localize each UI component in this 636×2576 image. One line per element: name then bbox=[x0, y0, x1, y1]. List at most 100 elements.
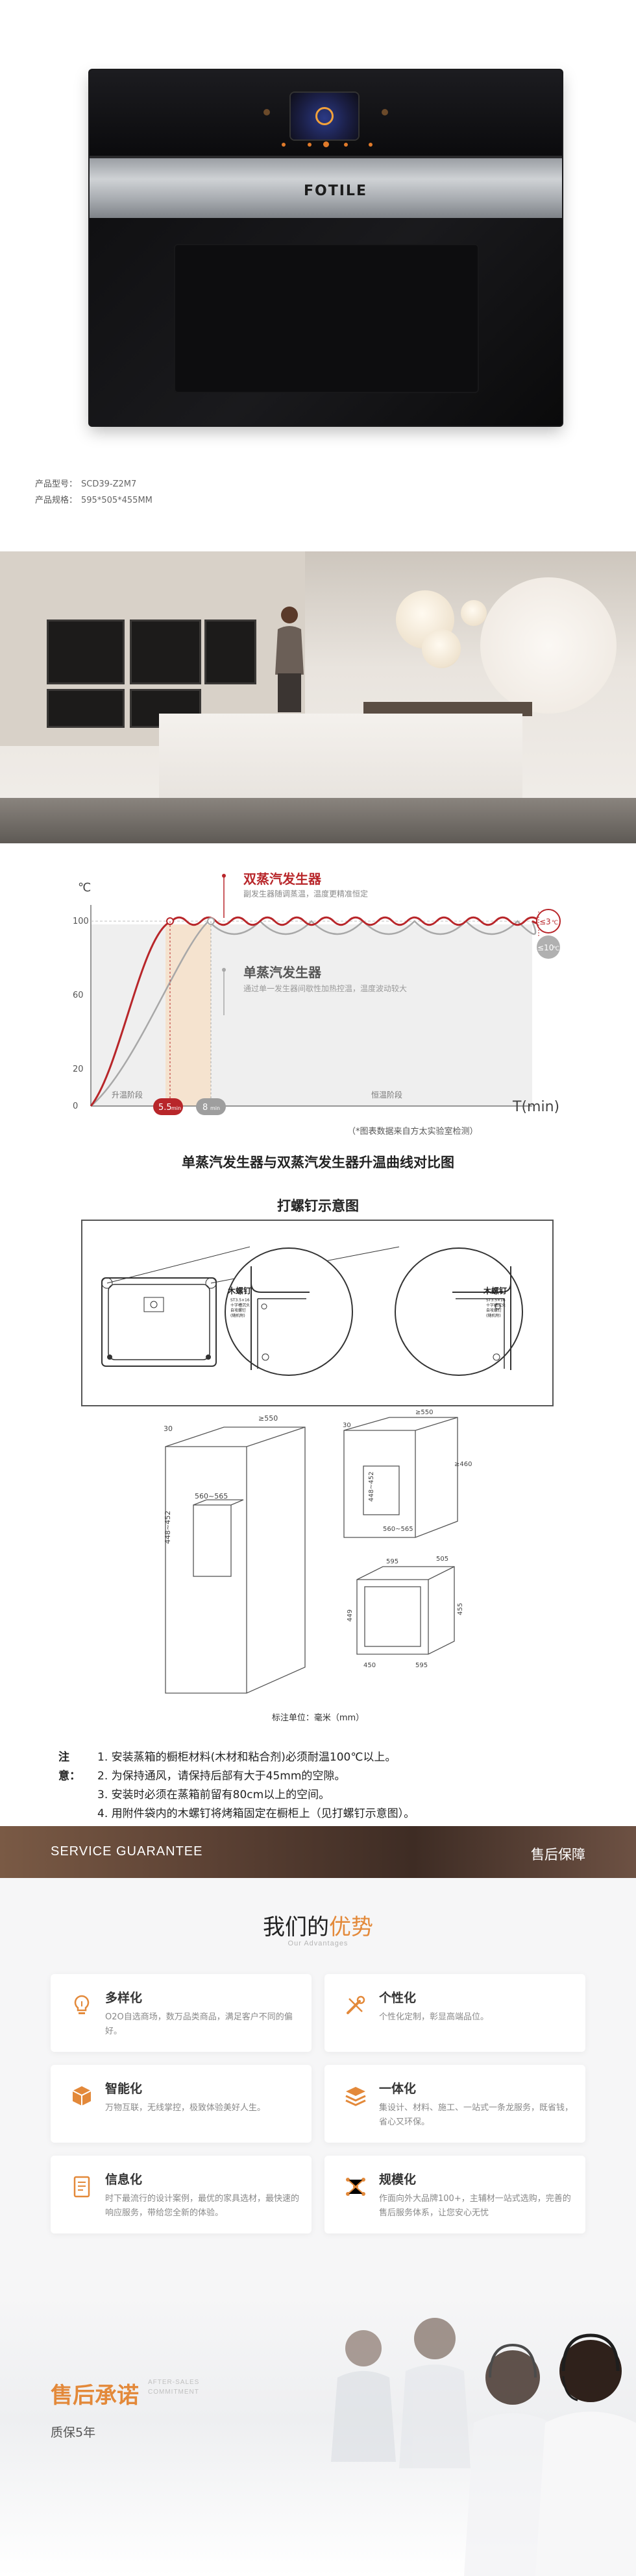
band-marker-double-value: ≤3 bbox=[539, 917, 551, 926]
screw-head-icon bbox=[262, 1353, 269, 1361]
screw-head-icon bbox=[495, 1303, 501, 1310]
zoom-left-frame bbox=[251, 1266, 310, 1370]
advantages-title: 我们的优势 bbox=[0, 1909, 636, 1941]
card-title: 智能化 bbox=[105, 2082, 143, 2096]
legend-double-desc: 副发生器随调蒸温，温度更精准恒定 bbox=[243, 889, 368, 898]
oven-window bbox=[174, 244, 479, 393]
screw-head-icon bbox=[493, 1353, 500, 1361]
dim-label: 30 bbox=[164, 1425, 173, 1433]
y-ticks: 0 20 60 100 bbox=[73, 917, 89, 1111]
dim-label: 560~565 bbox=[383, 1526, 413, 1533]
zoom-right-circle bbox=[395, 1247, 523, 1376]
panel-dot-icon bbox=[344, 143, 348, 147]
tools-icon bbox=[347, 1995, 365, 2014]
time-marker-double: 5.5 min bbox=[153, 1098, 183, 1115]
band-marker-double: ≤3 ℃ bbox=[536, 909, 561, 933]
band-marker-single: ≤10 ℃ bbox=[537, 935, 560, 959]
dimension-drawings: 30 ≥550 560~565 448~452 30 ≥550 ≥460 448… bbox=[0, 1408, 636, 1706]
callout-line: 十字槽沉头 bbox=[486, 1303, 506, 1308]
panel-dot-icon bbox=[369, 143, 373, 147]
band-marker-single-value: ≤10 bbox=[537, 943, 554, 952]
dim-label: 505 bbox=[436, 1556, 448, 1563]
advantages-subtitle: Our Advantages bbox=[287, 1940, 349, 1947]
y-unit-label: ℃ bbox=[78, 881, 91, 895]
notes-lead: 注意： bbox=[58, 1751, 80, 1783]
cube-icon bbox=[72, 2086, 92, 2106]
pendant-lamp bbox=[422, 629, 461, 668]
legend-double-dot bbox=[222, 874, 226, 878]
heating-phase-band bbox=[165, 924, 211, 1106]
dim-label: 448~452 bbox=[368, 1471, 375, 1502]
oven-box-drawing bbox=[356, 1566, 455, 1655]
y-tick-label: 60 bbox=[73, 991, 84, 1000]
advantage-card: 多样化 O2O自选商场，数万品类商品，满足客户不同的偏好。 bbox=[51, 1974, 312, 2052]
legend-single-name: 单蒸汽发生器 bbox=[243, 965, 322, 980]
note-item: 3. 安装时必须在蒸箱前留有80cm以上的空间。 bbox=[97, 1788, 330, 1801]
panel-dot-icon bbox=[282, 143, 286, 147]
screw-diagram-svg: 木螺钉 ST3.5×16 十字槽沉头 自攻螺钉 (随机附) 木螺钉 ST3.5×… bbox=[101, 1246, 523, 1376]
screw-point-icon bbox=[205, 1277, 217, 1289]
panel-dot-icon bbox=[323, 141, 329, 147]
oven-product-image: FOTILE bbox=[90, 70, 562, 426]
advantage-card: 个性化 个性化定制，彰显高端品位。 bbox=[324, 1974, 585, 2052]
zoom-leader-line bbox=[106, 1246, 251, 1284]
screw-point-icon bbox=[101, 1277, 113, 1289]
oven-display-outline bbox=[143, 1297, 164, 1312]
kitchen-scene-image bbox=[0, 551, 636, 843]
callout-line: 十字槽沉头 bbox=[230, 1303, 250, 1308]
note-item: 2. 为保持通风，请保持后部有大于45mm的空隙。 bbox=[97, 1770, 346, 1783]
dim-label: 30 bbox=[343, 1422, 351, 1429]
callout-line: 自攻螺钉 bbox=[486, 1308, 502, 1313]
display-screen bbox=[291, 93, 358, 139]
advantages-title-pre: 我们的 bbox=[263, 1914, 329, 1940]
card-title: 信息化 bbox=[105, 2173, 143, 2187]
countertop bbox=[363, 702, 532, 716]
model-spec: 产品型号：SCD39-Z2M7 bbox=[35, 479, 137, 489]
panel-dot-icon bbox=[308, 143, 312, 147]
dim-label: 450 bbox=[363, 1662, 376, 1669]
tall-cabinet-drawing bbox=[165, 1426, 306, 1694]
y-tick-label: 20 bbox=[73, 1065, 84, 1074]
screw-hole-icon bbox=[107, 1354, 112, 1360]
screw-diagram-title: 打螺钉示意图 bbox=[277, 1198, 359, 1214]
legend-single-desc: 通过单一发生器间歇性加热控温，温度波动较大 bbox=[243, 983, 407, 993]
y-tick-label: 100 bbox=[73, 917, 89, 926]
dim-label: 595 bbox=[386, 1558, 398, 1565]
screw-head-icon bbox=[261, 1303, 267, 1310]
floor bbox=[0, 798, 636, 843]
time-marker-single-value: 8 bbox=[202, 1103, 208, 1113]
layers-icon bbox=[345, 2087, 366, 2106]
note-item: 4. 用附件袋内的木螺钉将烤箱固定在橱柜上（见打螺钉示意图）。 bbox=[97, 1807, 415, 1820]
zoom-right-frame bbox=[452, 1266, 511, 1370]
advantage-card: 智能化 万物互联，无线掌控，极致体验美好人生。 bbox=[51, 2065, 312, 2143]
zoom-left-frame-inner bbox=[257, 1298, 306, 1369]
dim-label: 449 bbox=[347, 1609, 354, 1622]
callout-line: ST3.5×16 bbox=[486, 1298, 506, 1303]
after-sales-section: 售后承诺 AFTER-SALES COMMITMENT 质保5年 bbox=[0, 2293, 636, 2576]
y-tick-label: 0 bbox=[73, 1101, 78, 1111]
callout-line: 自攻螺钉 bbox=[230, 1308, 246, 1313]
time-marker-single: 8 min bbox=[196, 1098, 226, 1115]
note-item: 1. 安装蒸箱的橱柜材料(木材和粘合剂)必须耐温100℃以上。 bbox=[97, 1751, 397, 1764]
brand-logo: FOTILE bbox=[304, 183, 367, 199]
card-title: 个性化 bbox=[379, 1991, 417, 2005]
card-title: 规模化 bbox=[379, 2173, 417, 2187]
time-marker-double-value: 5.5 bbox=[158, 1103, 172, 1113]
card-desc: 万物互联，无线掌控，极致体验美好人生。 bbox=[105, 2103, 266, 2113]
dim-label: 455 bbox=[457, 1603, 464, 1615]
built-in-oven-image bbox=[47, 689, 125, 728]
time-marker-single-unit: min bbox=[210, 1105, 220, 1111]
cabinet-drawing bbox=[343, 1417, 458, 1538]
built-in-oven-image bbox=[47, 620, 125, 684]
left-touch-icon bbox=[263, 109, 270, 115]
warranty-text: 质保5年 bbox=[51, 2426, 96, 2440]
screw-diagram: 木螺钉 ST3.5×16 十字槽沉头 自攻螺钉 (随机附) 木螺钉 ST3.5×… bbox=[81, 1220, 554, 1406]
model-value: SCD39-Z2M7 bbox=[81, 479, 137, 489]
lightbulb-icon bbox=[74, 1995, 90, 2014]
advantage-card: 规模化 作面向外大品牌100+，主辅材一站式选购，完善的售后服务体系，让您安心无… bbox=[324, 2156, 585, 2233]
dim-label: 560~565 bbox=[195, 1492, 228, 1500]
network-icon bbox=[346, 2178, 365, 2196]
phase-label-heating: 升温阶段 bbox=[112, 1090, 143, 1100]
